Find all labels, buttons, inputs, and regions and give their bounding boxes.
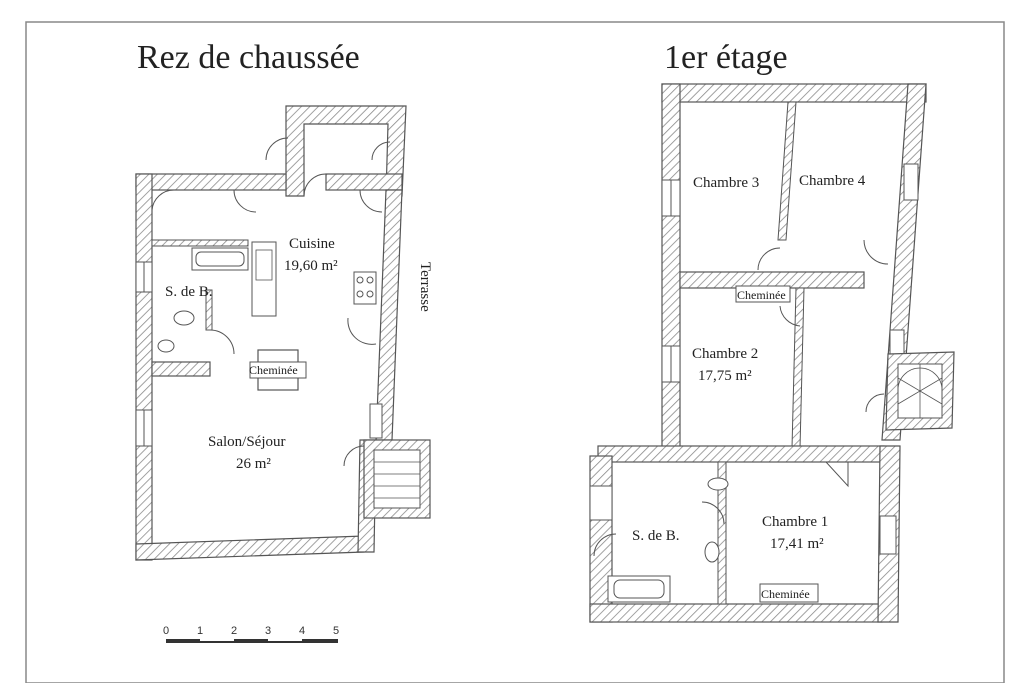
page-frame xyxy=(25,21,1005,683)
first-floor-staircase xyxy=(865,351,955,431)
ground-staircase xyxy=(343,439,431,519)
first-floor-plan: 1er étage xyxy=(589,39,955,623)
ground-fireplace-label: Cheminée xyxy=(249,363,298,377)
first-floor-bathroom-label: S. de B. xyxy=(632,528,680,544)
bedroom-2-area-label: 17,75 m² xyxy=(698,368,752,384)
bedroom-1-name-label: Chambre 1 xyxy=(762,514,828,530)
ground-floor-plan: Rez de chaussée xyxy=(135,39,433,561)
living-room-name-label: Salon/Séjour xyxy=(208,434,286,450)
scale-tick-0: 0 xyxy=(163,625,169,637)
kitchen-name-label: Cuisine xyxy=(289,236,335,252)
bedroom-1-area-label: 17,41 m² xyxy=(770,536,824,552)
scale-bar: 0 1 2 3 4 5 xyxy=(163,625,339,643)
scale-tick-1: 1 xyxy=(197,625,203,637)
scale-tick-4: 4 xyxy=(299,625,305,637)
ground-bathroom-label: S. de B. xyxy=(165,284,213,300)
scale-tick-3: 3 xyxy=(265,625,271,637)
scale-tick-5: 5 xyxy=(333,625,339,637)
first-floor-title: 1er étage xyxy=(664,39,788,76)
scale-tick-2: 2 xyxy=(231,625,237,637)
upper-fireplace-label: Cheminée xyxy=(737,288,786,302)
first-floor-walls xyxy=(589,83,927,623)
bedroom-3-label: Chambre 3 xyxy=(693,175,759,191)
lower-fireplace-label: Cheminée xyxy=(761,587,810,601)
bedroom-4-label: Chambre 4 xyxy=(799,173,866,189)
ground-floor-walls xyxy=(135,137,403,561)
bedroom-2-name-label: Chambre 2 xyxy=(692,346,758,362)
living-room-area-label: 26 m² xyxy=(236,456,271,472)
ground-floor-title: Rez de chaussée xyxy=(137,39,360,76)
terrace-label: Terrasse xyxy=(417,262,433,312)
kitchen-area-label: 19,60 m² xyxy=(284,258,338,274)
